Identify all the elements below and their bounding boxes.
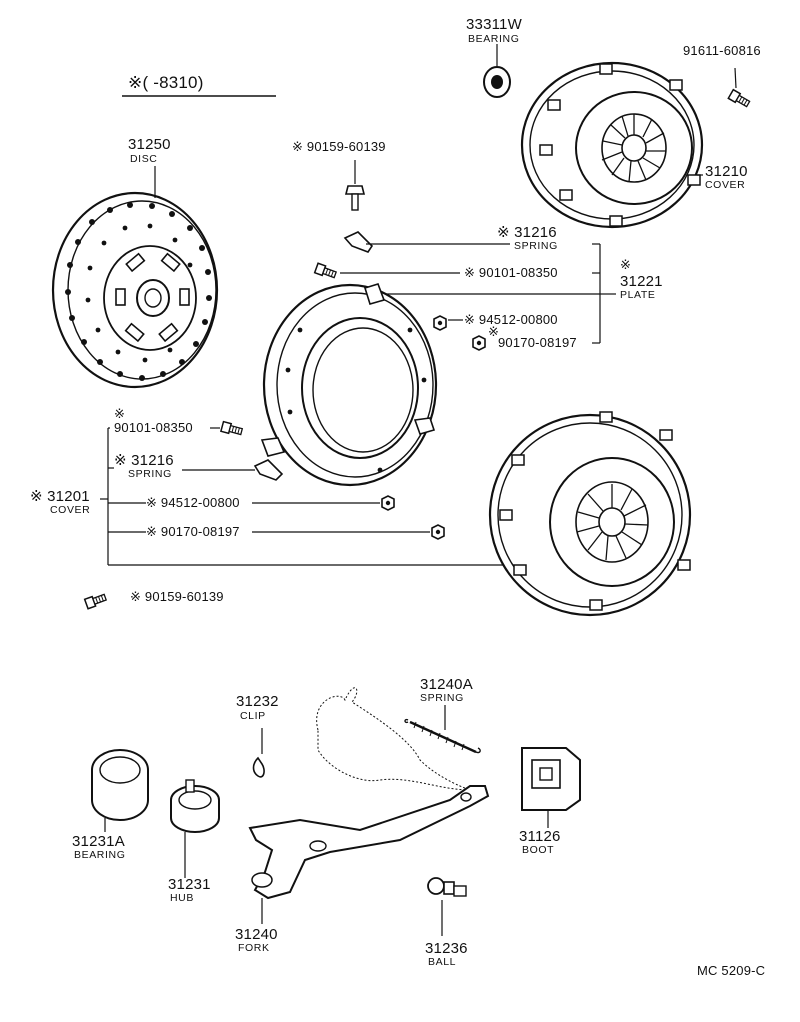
bearing-31231a-drawing — [91, 749, 149, 832]
mark-90170-top: ※ — [488, 324, 500, 339]
bolt-90159-bottom-drawing — [83, 591, 108, 610]
part-name-31232: CLIP — [240, 710, 266, 722]
part-number-33311w: 33311W — [466, 16, 522, 33]
part-number-31236: 31236 — [425, 940, 468, 957]
bolt-90159-top-drawing — [344, 160, 366, 211]
part-name-31216-top: SPRING — [514, 240, 558, 252]
plate-31221-drawing — [260, 283, 438, 487]
part-name-31126: BOOT — [522, 844, 555, 856]
bolt-90101-left-drawing — [220, 420, 244, 438]
part-name-31210: COVER — [705, 179, 746, 191]
nut-90170-top-drawing — [472, 335, 486, 351]
cover-31201-leader — [100, 427, 510, 566]
part-number-91611: 91611-60816 — [683, 43, 761, 58]
housing-outline — [316, 687, 471, 791]
cover-31210-drawing — [520, 61, 704, 229]
fork-31240-drawing — [248, 785, 490, 924]
part-number-94512-top: ※ 94512-00800 — [464, 312, 558, 327]
part-number-31201: ※ 31201 — [30, 488, 90, 505]
plate-31221-leader — [380, 243, 616, 344]
spring-31216-top-drawing — [343, 231, 510, 253]
part-number-90101-left: 90101-08350 — [114, 420, 193, 435]
mark-90101-left: ※ — [114, 406, 126, 421]
part-number-90170-top: 90170-08197 — [498, 335, 577, 350]
part-number-31240: 31240 — [235, 926, 278, 943]
boot-31126-drawing — [521, 747, 581, 828]
part-number-90159-bottom: ※ 90159-60139 — [130, 589, 224, 604]
nut-94512-top-drawing — [433, 315, 447, 331]
part-name-31231: HUB — [170, 892, 194, 904]
ball-31236-drawing — [427, 877, 467, 936]
part-number-31126: 31126 — [519, 828, 561, 845]
part-number-31216-left: ※ 31216 — [114, 452, 174, 469]
part-name-31250: DISC — [130, 153, 158, 165]
part-number-31231: 31231 — [168, 876, 211, 893]
spring-31240a-drawing — [404, 705, 481, 754]
clip-31232-drawing — [252, 728, 265, 778]
part-name-31240a: SPRING — [420, 692, 464, 704]
part-number-31216-top: ※ 31216 — [497, 224, 557, 241]
nut-90170-left-drawing — [431, 524, 445, 540]
header-note: ※( -8310) — [128, 73, 204, 92]
part-name-31236: BALL — [428, 956, 457, 968]
part-number-31210: 31210 — [705, 163, 748, 180]
part-name-31231a: BEARING — [74, 849, 126, 861]
part-number-90101-top: ※ 90101-08350 — [464, 265, 558, 280]
part-name-31201: COVER — [50, 504, 91, 516]
part-number-90170-left: ※ 90170-08197 — [146, 524, 240, 539]
footer-diagram-code: MC 5209-C — [697, 963, 766, 978]
part-number-31221: 31221 — [620, 273, 663, 290]
mark-31221: ※ — [620, 257, 632, 272]
part-number-31240a: 31240A — [420, 676, 473, 693]
disc-31250-drawing — [51, 166, 219, 389]
bearing-33311w-drawing — [483, 44, 511, 98]
part-number-31232: 31232 — [236, 693, 279, 710]
part-name-33311w: BEARING — [468, 33, 520, 45]
part-number-94512-left: ※ 94512-00800 — [146, 495, 240, 510]
part-name-31240: FORK — [238, 942, 270, 954]
spring-31216-left-drawing — [253, 459, 284, 481]
cover-31201-drawing — [488, 411, 692, 617]
part-number-31250: 31250 — [128, 136, 171, 153]
part-name-31221: PLATE — [620, 289, 656, 301]
bolt-90101-top-drawing — [313, 262, 338, 281]
part-name-31216-left: SPRING — [128, 468, 172, 480]
hub-31231-drawing — [170, 779, 220, 878]
part-number-31231a: 31231A — [72, 833, 125, 850]
bolt-91611-drawing — [727, 88, 752, 110]
nut-94512-left-drawing — [381, 495, 395, 511]
part-number-90159-top: ※ 90159-60139 — [292, 139, 386, 154]
